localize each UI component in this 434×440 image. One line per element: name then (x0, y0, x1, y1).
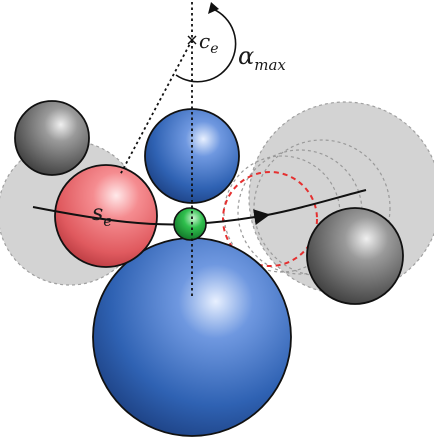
green-sphere (173, 207, 207, 241)
center-marker (187, 35, 197, 45)
construction-lines (119, 2, 193, 298)
angle-sub: max (254, 56, 286, 74)
angle-var: α (238, 42, 254, 70)
trajectory-tail (261, 189, 367, 217)
sphere-sub: e (103, 212, 112, 230)
dashed-ring-3 (253, 139, 391, 277)
tangent-line-left (119, 39, 193, 176)
gray-sphere-left (14, 100, 90, 176)
label-sphere-se: se (92, 201, 112, 230)
red-sphere (54, 164, 158, 268)
dashed-red-circle (222, 171, 318, 267)
gray-sphere-right (306, 207, 404, 305)
label-center-ce: ce (199, 29, 219, 57)
sphere-var: s (92, 201, 103, 226)
angle-arc (175, 8, 237, 83)
center-sub: e (210, 41, 218, 57)
center-var: c (199, 29, 210, 53)
angle-arc-arrowhead (208, 2, 219, 14)
label-alpha-max: αmax (238, 42, 286, 74)
